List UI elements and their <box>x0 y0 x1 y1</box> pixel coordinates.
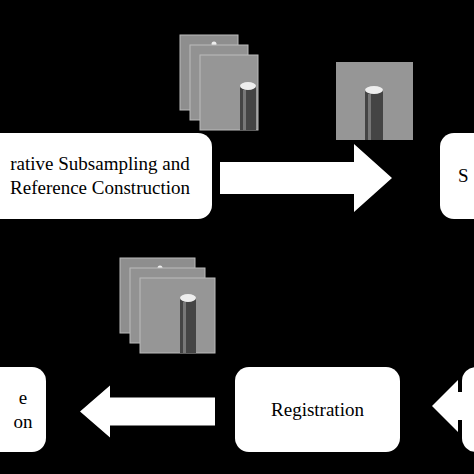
box-label: e on <box>11 386 35 434</box>
block-arrow <box>220 144 392 212</box>
process-box: e on <box>0 367 46 452</box>
process-box: rative Subsampling and Reference Constru… <box>0 133 212 219</box>
reference-frame <box>336 62 413 140</box>
frame-stack <box>180 35 258 130</box>
process-box: Registration <box>235 367 400 452</box>
box-label: rative Subsampling and Reference Constru… <box>0 152 200 200</box>
block-arrow <box>80 386 215 438</box>
process-box: S <box>440 133 474 219</box>
box-label: S <box>458 164 474 188</box>
block-arrow <box>432 380 474 432</box>
frame-stack <box>120 258 215 353</box>
box-label: Registration <box>235 398 400 422</box>
